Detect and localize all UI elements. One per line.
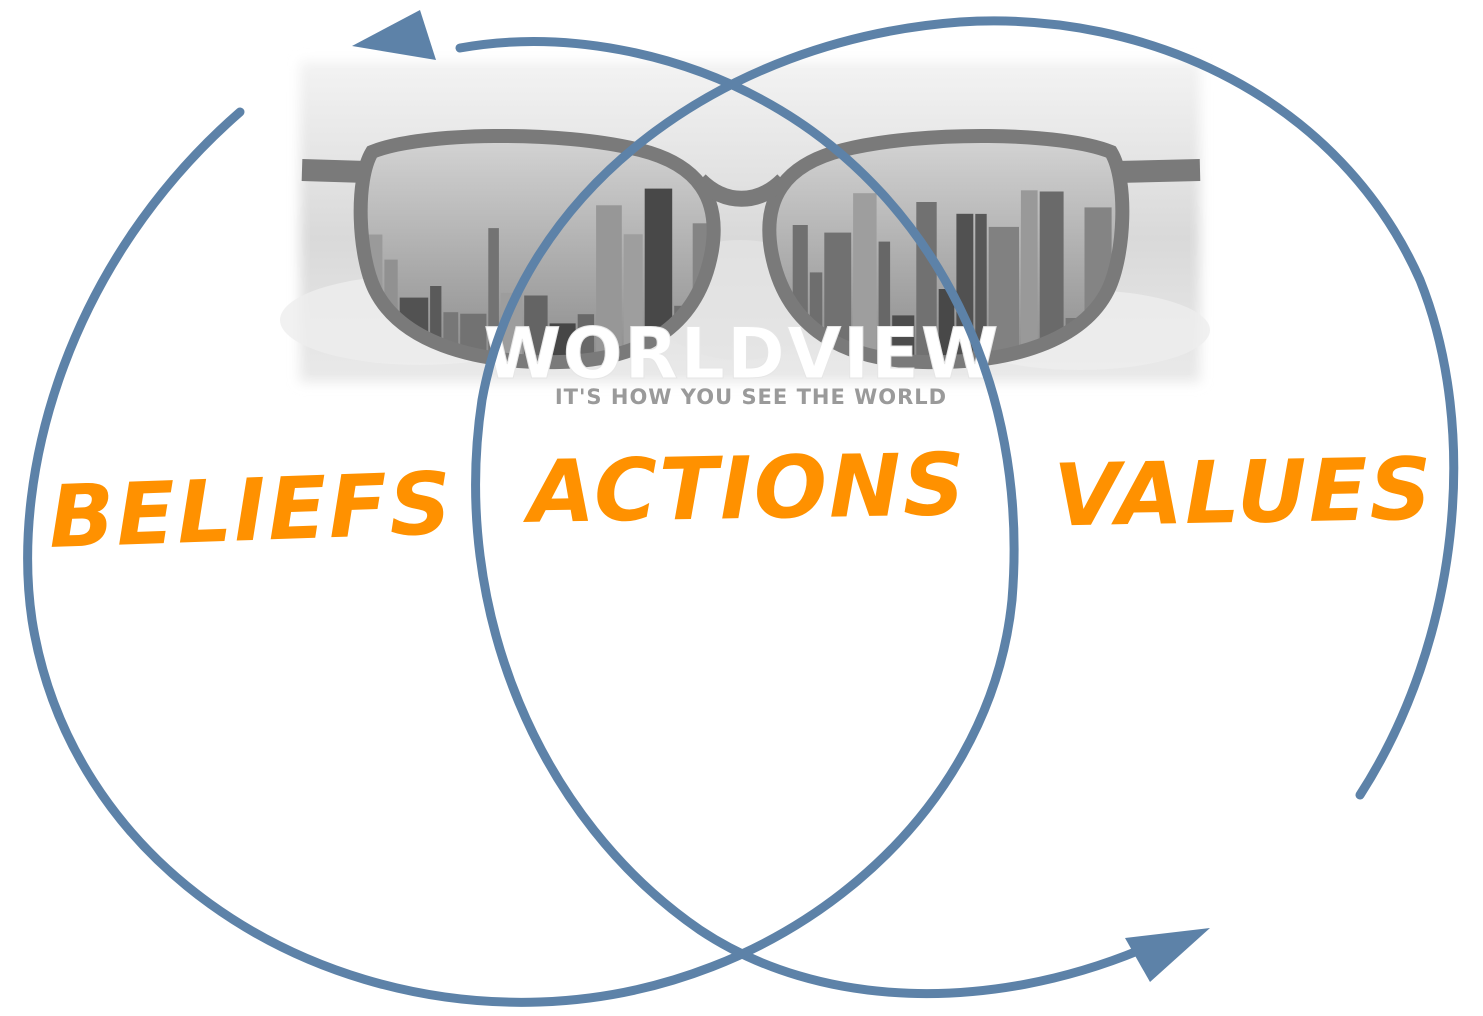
city-skyline-icon [360, 135, 714, 363]
city-building [623, 234, 643, 363]
city-building [938, 289, 955, 363]
city-building [524, 295, 548, 363]
city-building [488, 228, 499, 363]
banner-title: WORLDVIEW [484, 313, 1001, 395]
city-building [577, 314, 595, 363]
city-building [975, 213, 987, 363]
city-building [892, 315, 915, 363]
eyeglasses-icon [301, 128, 1201, 370]
label-beliefs: BELIEFS [47, 454, 455, 568]
label-values: VALUES [1053, 440, 1435, 547]
city-building [878, 241, 891, 363]
city-building [1020, 190, 1038, 363]
city-building [853, 193, 877, 363]
city-building [430, 286, 442, 363]
banner-subtitle: IT'S HOW YOU SEE THE WORLD [555, 385, 947, 409]
city-building [596, 205, 622, 363]
label-actions: ACTIONS [521, 435, 967, 543]
city-building [1039, 191, 1064, 363]
cycle-arrow-icon-right [1125, 928, 1210, 982]
right-cycle-ring [471, 16, 1459, 999]
cycle-arrow-icon [352, 10, 436, 60]
left-cycle-ring [23, 37, 1019, 1007]
city-building [988, 226, 1019, 363]
